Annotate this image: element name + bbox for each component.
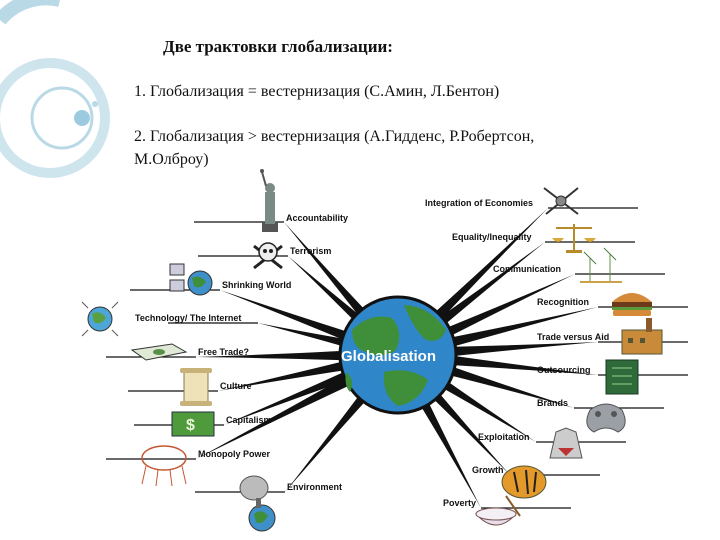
node-trade-versus-aid: Trade versus Aid <box>537 332 609 342</box>
node-poverty: Poverty <box>443 498 476 508</box>
node-equality-inequality: Equality/Inequality <box>452 232 532 242</box>
money-bill-icon <box>130 343 188 361</box>
node-culture: Culture <box>220 381 252 391</box>
node-monopoly-power: Monopoly Power <box>198 449 270 459</box>
rice-bowl-icon <box>474 495 521 526</box>
pollution-globe-icon <box>239 475 276 532</box>
node-brands: Brands <box>537 398 568 408</box>
scales-icon <box>552 224 596 253</box>
shark-icon <box>549 427 583 459</box>
dollar-bill-icon: $ <box>171 411 215 437</box>
point-two-continued: М.Олброу) <box>134 151 209 168</box>
svg-text:$: $ <box>186 417 195 434</box>
node-shrinking-world: Shrinking World <box>222 280 291 290</box>
node-communication: Communication <box>493 264 561 274</box>
node-outsourcing: Outsourcing <box>537 365 591 375</box>
hamburger-icon <box>612 293 652 316</box>
node-environment: Environment <box>287 482 342 492</box>
statue-of-liberty-icon <box>260 169 278 232</box>
tiger-icon <box>501 465 547 499</box>
circuit-board-icon <box>605 359 639 395</box>
decorative-circles <box>0 0 110 178</box>
wind-turbines-icon <box>580 247 622 283</box>
node-free-trade: Free Trade? <box>198 347 249 357</box>
node-exploitation: Exploitation <box>478 432 530 442</box>
node-growth: Growth <box>472 465 504 475</box>
brain-cage-icon <box>141 445 187 487</box>
point-one: 1. Глобализация = вестернизация (С.Амин,… <box>134 83 500 100</box>
node-technology-internet: Technology/ The Internet <box>135 313 241 323</box>
globe-icon: Globalisation <box>338 295 458 415</box>
factory-icon <box>621 318 663 355</box>
skull-crossbones-icon <box>253 242 283 270</box>
node-capitalism: Capitalism <box>226 415 272 425</box>
node-terrorism: Terrorism <box>290 246 331 256</box>
point-two: 2. Глобализация > вестернизация (А.Гидде… <box>134 128 535 145</box>
slide-title: Две трактовки глобализации: <box>163 37 393 56</box>
node-integration-of-economies: Integration of Economies <box>425 198 533 208</box>
computer-globe-icon <box>169 263 213 296</box>
center-label: Globalisation <box>341 348 436 365</box>
scroll-icon <box>180 368 212 406</box>
game-controller-icon <box>586 403 626 433</box>
node-recognition: Recognition <box>537 297 589 307</box>
globe-network-icon <box>81 301 119 337</box>
node-accountability: Accountability <box>286 213 348 223</box>
satellite-icon <box>543 187 579 215</box>
